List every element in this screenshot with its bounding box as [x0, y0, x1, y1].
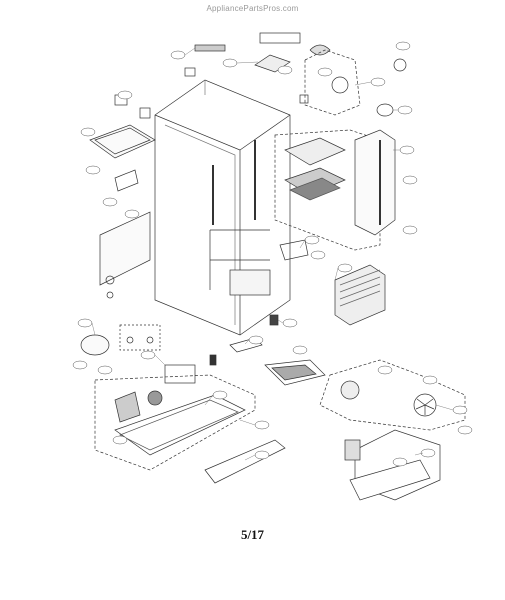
base-tray: [94, 374, 286, 484]
condenser-fan-assembly: [319, 359, 466, 501]
compressor-parts: [80, 324, 196, 384]
watermark-text: AppliancePartsPros.com: [206, 4, 299, 13]
left-shelf-parts: [89, 94, 156, 286]
part-callouts: [72, 41, 473, 467]
crisper-assembly: [274, 129, 396, 251]
drain-pan: [264, 359, 326, 386]
cabinet-body: [154, 79, 291, 336]
leader-lines: [91, 47, 454, 461]
page-number: 5/17: [240, 527, 265, 542]
evaporator-coil: [334, 264, 386, 326]
